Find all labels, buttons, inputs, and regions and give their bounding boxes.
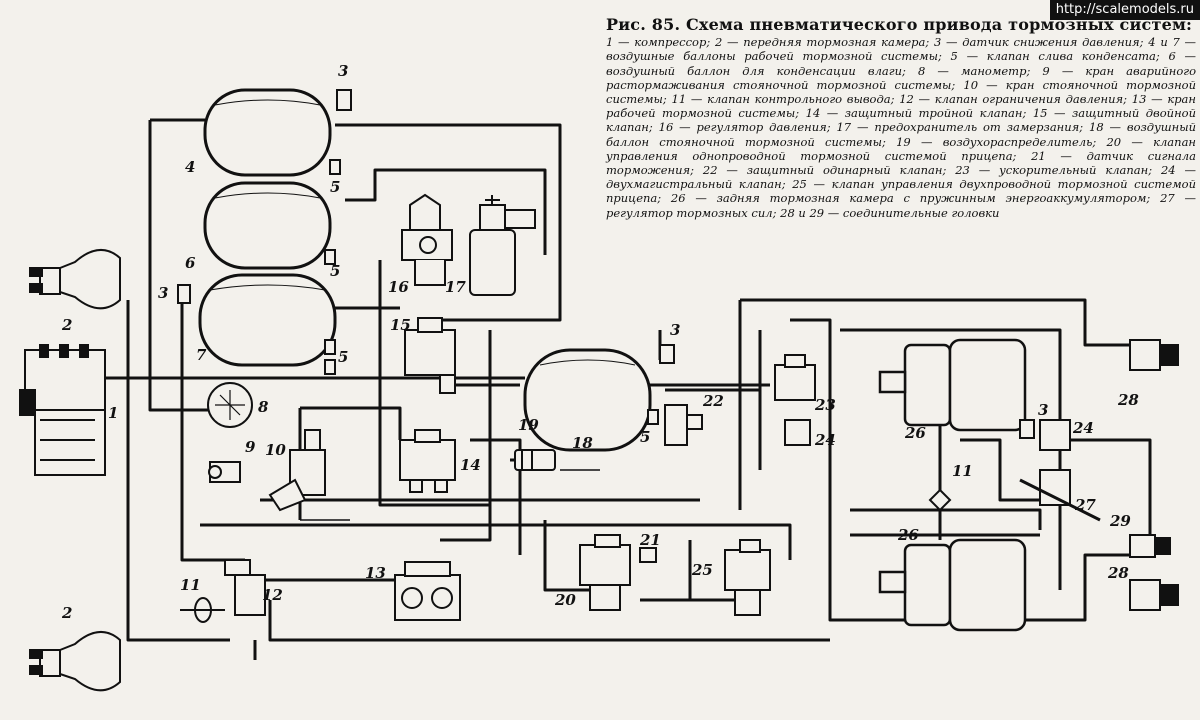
protective-double-valve — [404, 317, 456, 394]
label-9: 9 — [245, 438, 256, 456]
label-11-left: 11 — [180, 576, 201, 594]
label-28-upper: 28 — [1117, 391, 1139, 409]
drain-valves — [324, 159, 659, 425]
label-26-upper: 26 — [904, 424, 926, 442]
label-15: 15 — [390, 316, 411, 334]
component-labels: 1 2 2 3 3 3 3 4 5 5 5 5 6 7 8 9 10 11 11… — [61, 62, 1139, 622]
label-5-b: 5 — [330, 262, 340, 280]
label-4: 4 — [185, 158, 195, 176]
coupling-head-28-upper — [1129, 339, 1179, 371]
coupling-head-29 — [1129, 534, 1171, 558]
label-24-right: 24 — [1072, 419, 1094, 437]
label-20: 20 — [554, 591, 576, 609]
brake-force-regulator — [1019, 469, 1101, 522]
trailer-single-line-valve — [579, 534, 631, 611]
front-brake-chamber-lower — [29, 631, 121, 692]
label-26-lower: 26 — [897, 526, 919, 544]
air-tank-4 — [203, 88, 332, 177]
label-29: 29 — [1109, 512, 1131, 530]
trailer-two-line-valve — [724, 539, 771, 616]
label-7: 7 — [196, 346, 207, 364]
label-2-lower: 2 — [61, 604, 72, 622]
front-brake-chamber-upper — [29, 249, 121, 310]
label-3-right: 3 — [1038, 401, 1048, 419]
label-5-a: 5 — [330, 178, 340, 196]
label-10: 10 — [265, 441, 286, 459]
label-24-upper: 24 — [814, 431, 836, 449]
control-outlet-valve-left — [180, 597, 225, 623]
label-25: 25 — [691, 561, 713, 579]
two-line-valve-right — [1039, 419, 1071, 451]
label-5-d: 5 — [640, 428, 650, 446]
label-13: 13 — [365, 564, 386, 582]
figure-title: Рис. 85. Схема пневматического привода т… — [606, 15, 1193, 34]
control-outlet-valve-right — [928, 488, 952, 512]
emergency-release-valve — [208, 461, 241, 483]
label-6: 6 — [185, 254, 196, 272]
two-line-valve-upper — [784, 419, 811, 446]
compressor — [19, 344, 106, 476]
label-3-mid: 3 — [670, 321, 680, 339]
brake-signal-sensor — [639, 547, 657, 563]
label-19: 19 — [518, 416, 539, 434]
label-21: 21 — [639, 531, 661, 549]
label-23: 23 — [814, 396, 836, 414]
label-3-top: 3 — [338, 62, 348, 80]
label-11-right: 11 — [952, 462, 973, 480]
protective-single-valve — [664, 404, 703, 446]
protective-triple-valve — [399, 429, 456, 493]
rear-brake-chamber-upper — [878, 338, 1027, 432]
label-2-upper: 2 — [61, 316, 72, 334]
air-tank-18-parking — [523, 348, 652, 452]
label-18: 18 — [572, 434, 593, 452]
label-14: 14 — [460, 456, 481, 474]
label-3-left: 3 — [158, 284, 168, 302]
relay-valve — [774, 354, 816, 401]
coupling-head-28-lower — [1129, 579, 1179, 611]
label-1: 1 — [108, 404, 118, 422]
label-12: 12 — [262, 586, 283, 604]
service-brake-valve — [394, 561, 461, 621]
air-tank-7 — [198, 273, 337, 367]
antifreeze-device — [469, 195, 536, 296]
figure-caption: Рис. 85. Схема пневматического привода т… — [606, 15, 1196, 220]
pressure-regulator — [401, 193, 453, 286]
air-tank-6 — [203, 181, 332, 270]
pressure-limit-valve — [224, 559, 266, 616]
label-17: 17 — [445, 278, 466, 296]
pressure-gauge — [207, 382, 253, 428]
figure-legend: 1 — компрессор; 2 — передняя тормозная к… — [606, 35, 1196, 220]
label-22: 22 — [702, 392, 724, 410]
watermark: http://scalemodels.ru — [1049, 0, 1200, 20]
label-8: 8 — [258, 398, 269, 416]
label-27: 27 — [1074, 496, 1096, 514]
air-distributor — [514, 449, 556, 471]
pressure-sensors — [177, 89, 1035, 439]
rear-brake-chamber-lower — [878, 538, 1027, 632]
label-28-lower: 28 — [1107, 564, 1129, 582]
parking-brake-valve — [268, 429, 326, 512]
label-16: 16 — [388, 278, 409, 296]
label-5-c: 5 — [338, 348, 348, 366]
